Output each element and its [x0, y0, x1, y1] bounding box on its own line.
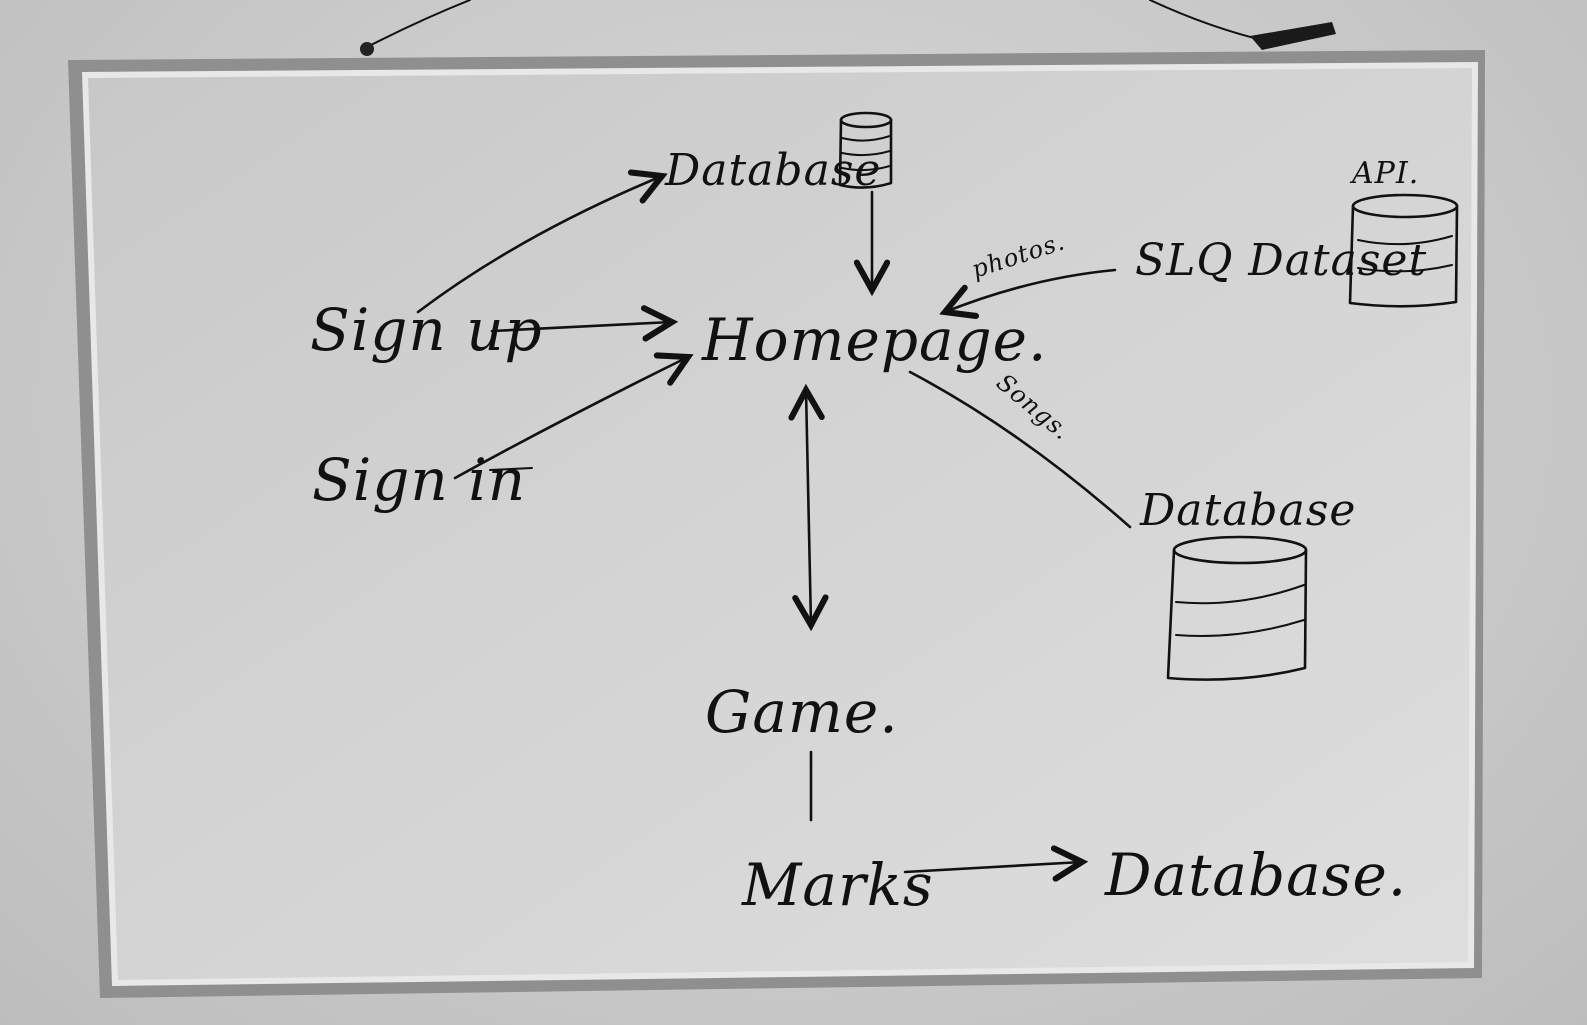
homepage-game-double-arrow [806, 390, 811, 625]
database-right-label: Database [1139, 485, 1356, 536]
homepage-label: Homepage. [701, 306, 1047, 374]
signin-dash [489, 467, 533, 471]
whiteboard-frame [68, 50, 1485, 998]
signup-to-database-arrow [416, 176, 662, 314]
database-top-label: Database [664, 145, 881, 196]
signin-to-homepage-arrow [453, 357, 688, 480]
game-label: Game. [705, 678, 899, 746]
database-top-icon [838, 111, 893, 189]
marks-label: Marks [741, 851, 934, 919]
signup-to-homepage-arrow [490, 322, 672, 331]
database-right-icon [1166, 535, 1308, 681]
api-label: API. [1349, 156, 1419, 191]
api-database-icon [1348, 193, 1459, 308]
sql-to-homepage-arrow [945, 268, 1117, 312]
connectors [416, 176, 1132, 872]
marks-to-database-arrow [903, 862, 1082, 872]
homepage-to-database-right-line [908, 370, 1132, 529]
signin-label: Sign in [312, 446, 526, 514]
hanging-wire [360, 0, 1336, 56]
database-bottom-label: Database. [1104, 841, 1407, 909]
